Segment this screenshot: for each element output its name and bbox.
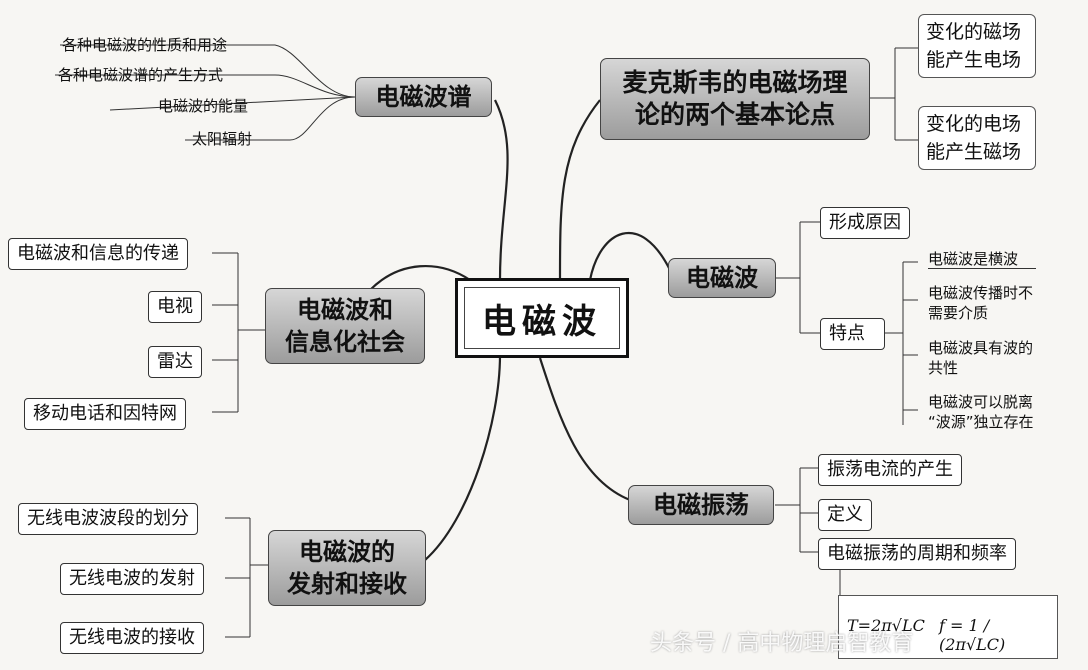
central-topic-label: 电磁波 [482, 301, 602, 342]
maxwell-point-2: 变化的电场 能产生磁场 [926, 113, 1022, 163]
maxwell-point-box-1 [918, 14, 1036, 78]
topic-oscillation: 电磁振荡 [628, 485, 774, 525]
wave-cause: 形成原因 [820, 207, 910, 239]
watermark-text: 头条号 / 高中物理启智教育 [650, 631, 914, 656]
topic-info: 电磁波和 信息化社会 [265, 288, 425, 364]
wave-feature-2: 电磁波传播时不 需要介质 [928, 284, 1034, 322]
info-item-2: 电视 [148, 291, 202, 323]
formula-frequency: f = 1 / (2π√LC) [939, 616, 1006, 654]
central-topic: 电磁波 [455, 278, 629, 358]
topic-wave: 电磁波 [668, 258, 776, 298]
oscillation-item-1: 振荡电流的产生 [818, 454, 962, 486]
wave-feature: 特点 [820, 318, 885, 350]
oscillation-item-2: 定义 [818, 499, 872, 531]
spectrum-item-3: 电磁波的能量 [158, 97, 249, 115]
transmit-item-3: 无线电波的接收 [60, 622, 204, 654]
transmit-item-1: 无线电波波段的划分 [18, 503, 198, 535]
transmit-item-2: 无线电波的发射 [60, 563, 204, 595]
topic-spectrum: 电磁波谱 [355, 77, 492, 117]
spectrum-item-1: 各种电磁波的性质和用途 [62, 36, 228, 54]
topic-maxwell: 麦克斯韦的电磁场理 论的两个基本论点 [600, 58, 870, 140]
oscillation-formula: T=2π√LC f = 1 / (2π√LC) [838, 595, 1058, 659]
spectrum-item-2: 各种电磁波谱的产生方式 [58, 66, 224, 84]
wave-feature-4: 电磁波可以脱离 “波源”独立存在 [928, 393, 1034, 431]
wave-feature-1: 电磁波是横波 [928, 250, 1037, 269]
spectrum-item-4: 太阳辐射 [192, 130, 253, 148]
topic-transmit: 电磁波的 发射和接收 [268, 530, 426, 606]
oscillation-item-3: 电磁振荡的周期和频率 [818, 538, 1016, 570]
maxwell-point-box-2 [918, 106, 1036, 170]
maxwell-point-1: 变化的磁场 能产生电场 [926, 21, 1022, 71]
formula-period: T=2π√LC [847, 616, 925, 635]
info-item-4: 移动电话和因特网 [24, 398, 186, 430]
info-item-3: 雷达 [148, 346, 202, 378]
info-item-1: 电磁波和信息的传递 [8, 238, 188, 270]
wave-feature-3: 电磁波具有波的 共性 [928, 339, 1034, 377]
